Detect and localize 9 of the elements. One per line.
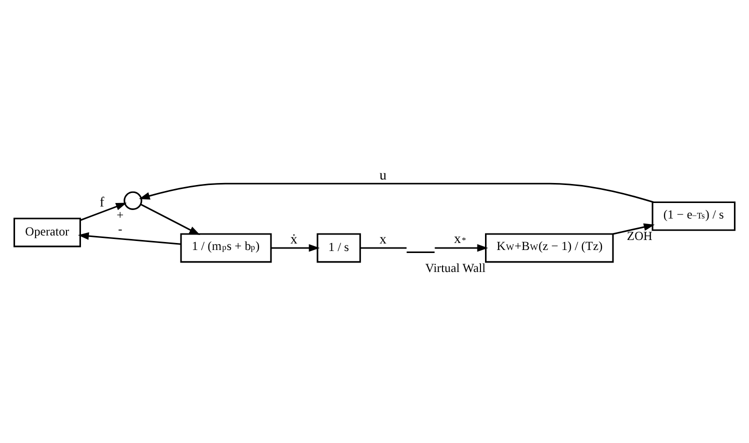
edge-label: x* [454,231,466,246]
edge-label: ẋ [290,232,298,248]
node-label: Virtual Wall [425,260,486,274]
node-label: + [116,208,124,222]
edge-label: u [380,168,387,183]
edge-label: f [100,194,104,210]
edge-label: x [380,232,387,248]
node-label: ZOH [626,228,652,243]
node-label: - [118,222,122,236]
